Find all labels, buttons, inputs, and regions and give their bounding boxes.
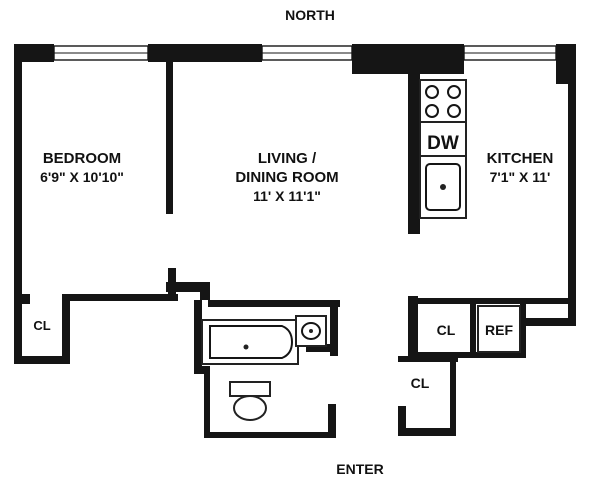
closet-kitchen-label: CL [437,322,456,338]
kitchen-label: KITCHEN 7'1" X 11' [487,150,554,185]
living-dims: 11' X 11'1" [253,188,321,204]
bedroom-dims: 6'9" X 10'10" [40,169,124,185]
north-wall [14,44,576,84]
refrigerator-label: REF [485,322,513,338]
window [261,45,353,61]
enter-label: ENTER [336,461,383,477]
window [53,45,149,61]
refrigerator: REF [477,305,521,353]
living-name-line2: DINING ROOM [235,169,338,186]
sink-icon [419,155,467,219]
closet-entry-label: CL [411,375,430,391]
north-label: NORTH [285,7,335,23]
dishwasher: DW [419,121,467,157]
toilet-icon [229,381,271,421]
living-name-line1: LIVING / [258,150,317,167]
dishwasher-label: DW [427,133,459,154]
bedroom-label: BEDROOM 6'9" X 10'10" [40,150,124,185]
bedroom-name: BEDROOM [43,150,121,167]
stove-icon [419,79,467,123]
window [463,45,557,61]
bedroom-walls [14,44,178,364]
closet-bedroom-label: CL [33,318,50,333]
kitchen-walls [398,62,576,436]
kitchen-name: KITCHEN [487,150,554,167]
living-room-label: LIVING / DINING ROOM 11' X 11'1" [235,150,338,204]
bathtub-icon [201,319,299,365]
bathroom-walls [166,282,340,438]
bathroom-sink-icon [295,315,327,347]
kitchen-dims: 7'1" X 11' [490,169,551,185]
